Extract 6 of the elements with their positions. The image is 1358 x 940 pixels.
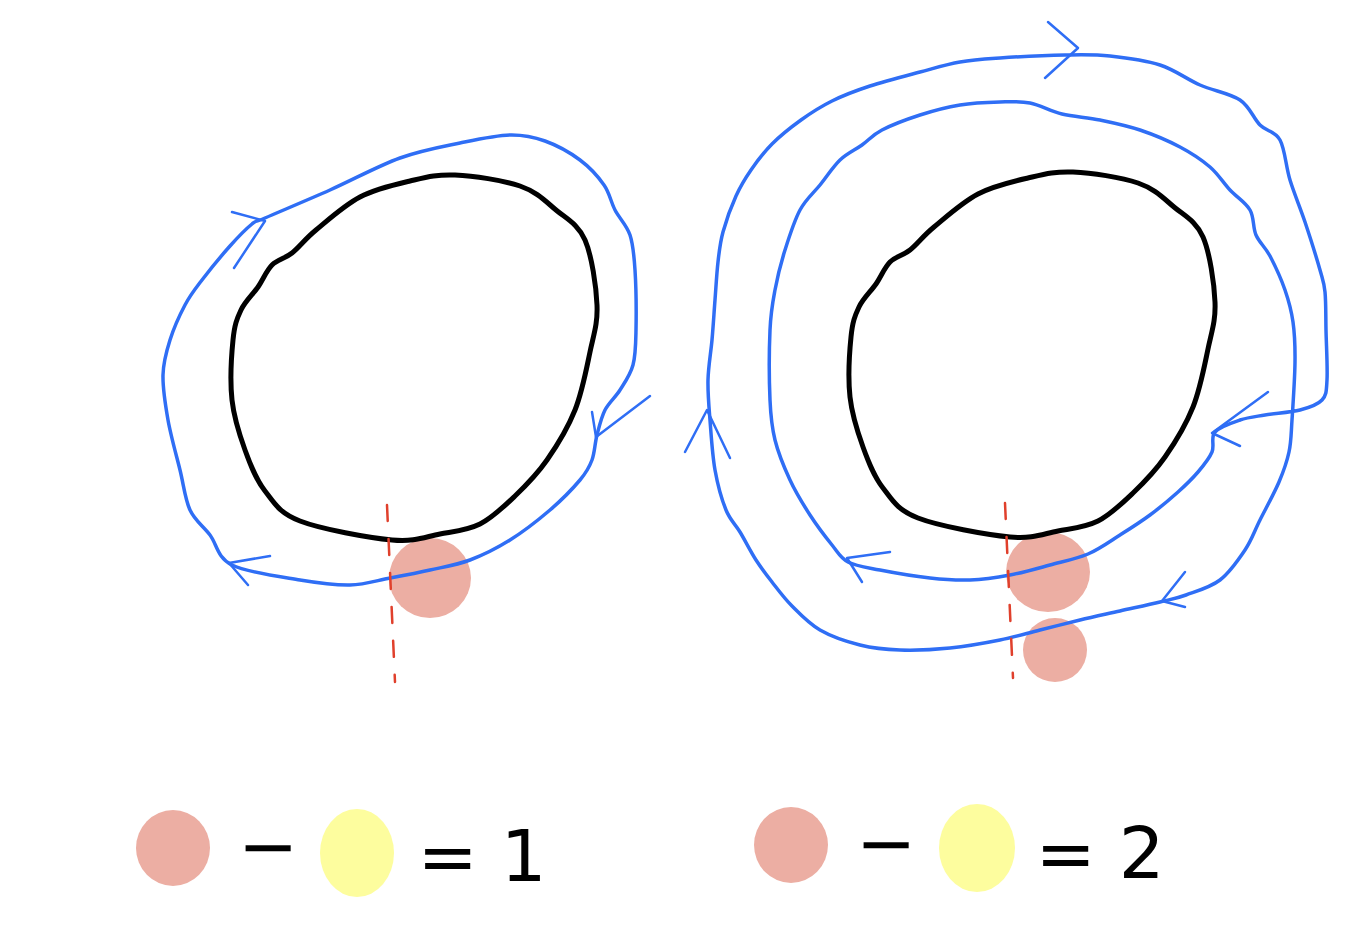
minus-sign: − xyxy=(855,807,917,879)
circle-outline xyxy=(228,172,600,543)
circle-outline xyxy=(846,169,1218,540)
equation-result: = 2 xyxy=(1035,817,1165,889)
equation-result: = 1 xyxy=(417,820,547,892)
minus-sign: − xyxy=(237,810,299,882)
